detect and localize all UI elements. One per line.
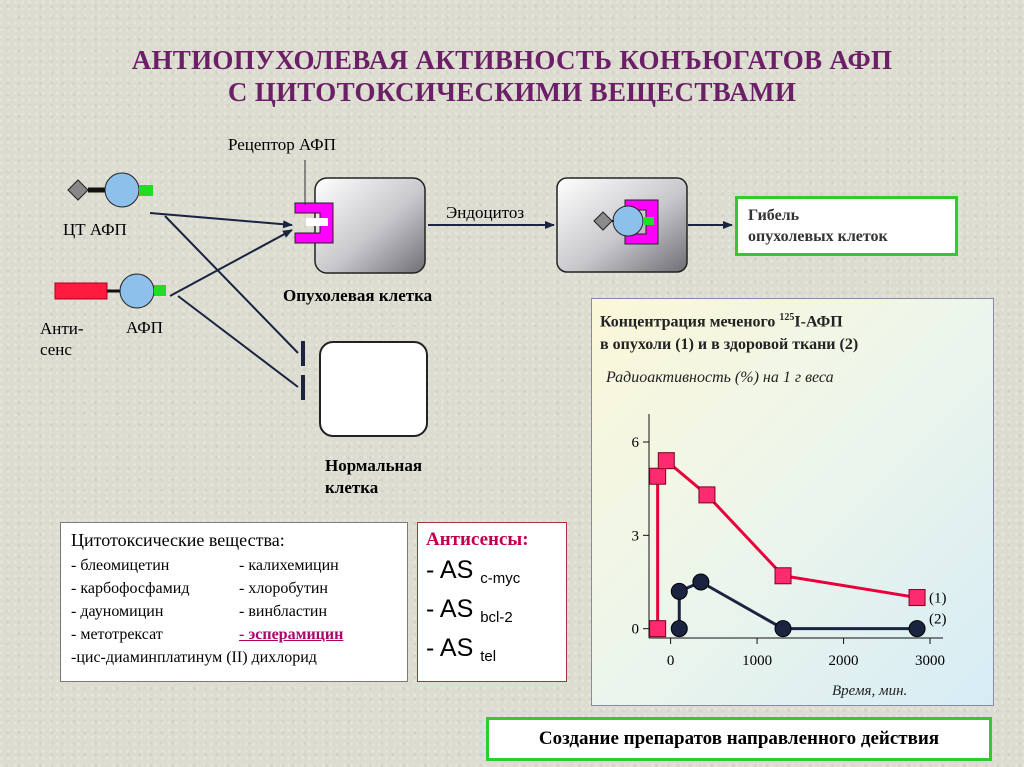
title-line-2: С ЦИТОТОКСИЧЕСКИМИ ВЕЩЕСТВАМИ	[227, 77, 797, 107]
data-point	[649, 467, 667, 485]
data-point	[657, 452, 675, 470]
antisense-item: - AS c-myc	[426, 556, 521, 587]
data-point	[774, 620, 792, 638]
chart-x-axis-label: Время, мин.	[832, 683, 908, 699]
cytotoxic-last-row: -цис-диаминплатинум (II) дихлорид	[71, 649, 317, 666]
antisense-label: Анти- сенс	[40, 319, 84, 359]
line-ct-to-normal	[164, 215, 299, 354]
arrow-antisense-to-tumor	[169, 229, 293, 297]
bottom-banner: Создание препаратов направленного действ…	[486, 717, 992, 761]
cytotoxic-row: - блеомицетин - калихемицин	[71, 557, 339, 574]
x-tick-label: 1000	[742, 653, 772, 669]
data-point	[908, 589, 926, 607]
cytotoxic-row: - карбофосфамид - хлоробутин	[71, 580, 328, 597]
antisense-item: - AS tel	[426, 634, 497, 665]
internal-afp-molecule	[612, 205, 644, 237]
data-point	[670, 582, 688, 600]
cytotoxic-row: - дауномицин - винбластин	[71, 603, 328, 620]
x-tick-label: 2000	[829, 653, 859, 669]
title-line-1: АНТИОПУХОЛЕВАЯ АКТИВНОСТЬ КОНЪЮГАТОВ АФП	[131, 45, 893, 75]
cytotoxic-row: - метотрексат - эсперамицин	[71, 623, 397, 646]
cytotoxic-heading: Цитотоксические вещества:	[71, 530, 285, 550]
data-point	[774, 567, 792, 585]
data-point	[908, 620, 926, 638]
radioactivity-chart: 0 3 6 0 1000 2000 3000 (1) (2)	[632, 414, 947, 669]
arrow-ct-to-tumor	[149, 212, 293, 229]
antisense-afp-molecule	[119, 273, 155, 309]
receptor-label: Рецептор АФП	[228, 135, 336, 154]
cytotoxic-box: Цитотоксические вещества: - блеомицетин …	[60, 522, 408, 682]
data-point	[670, 620, 688, 638]
series-label: (2)	[929, 612, 947, 628]
data-point	[649, 620, 667, 638]
ct-afp-label: ЦТ АФП	[63, 220, 127, 239]
data-point	[698, 486, 716, 504]
x-tick-label: 0	[667, 653, 675, 669]
series-line	[656, 458, 918, 629]
normal-cell	[319, 341, 428, 437]
afp-receptor	[294, 202, 334, 244]
y-tick-label: 6	[632, 435, 640, 451]
line-antisense-to-normal	[177, 295, 299, 388]
y-tick-label: 0	[632, 622, 640, 638]
esperamicin-highlight: - эсперамицин	[239, 626, 344, 643]
slide-title: АНТИОПУХОЛЕВАЯ АКТИВНОСТЬ КОНЪЮГАТОВ АФП…	[0, 44, 1024, 108]
tumor-death-box: Гибель опухолевых клеток	[735, 196, 958, 256]
normal-cell-label: Нормальная клетка	[325, 456, 423, 497]
antisense-afp-green-tag	[154, 285, 166, 296]
tumor-cell-label: Опухолевая клетка	[283, 286, 433, 305]
endocytosis-label: Эндоцитоз	[446, 203, 525, 222]
antisense-segment	[54, 282, 108, 300]
x-tick-label: 3000	[915, 653, 945, 669]
afp-label: АФП	[126, 318, 163, 337]
chart-title: Концентрация меченого 125I-АФП в опухоли…	[600, 312, 859, 354]
chart-y-axis-label: Радиоактивность (%) на 1 г веса	[606, 369, 834, 386]
receptor-gap	[306, 218, 328, 226]
antisense-item: - AS bcl-2	[426, 595, 513, 626]
data-point	[692, 573, 710, 591]
ct-afp-green-tag	[139, 185, 153, 196]
series-label: (1)	[929, 591, 947, 607]
toxin-diamond-icon	[67, 179, 89, 201]
ct-afp-molecule	[104, 172, 140, 208]
y-tick-label: 3	[632, 528, 640, 544]
internal-linker	[644, 217, 654, 225]
antisense-heading: Антисенсы:	[426, 529, 529, 550]
series-line	[677, 580, 918, 631]
antisense-box: Антисенсы: - AS c-myc - AS bcl-2 - AS te…	[417, 522, 567, 682]
